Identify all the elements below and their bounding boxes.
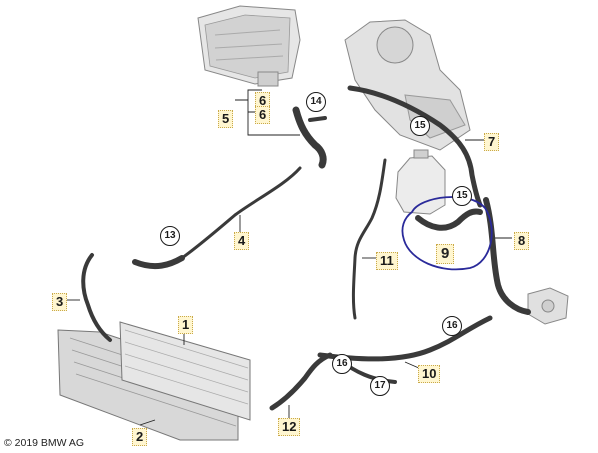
part-label-8: 8 [514, 232, 530, 250]
callout-14: 14 [306, 92, 326, 112]
part-label-10: 10 [418, 365, 441, 383]
callout-17: 17 [370, 376, 390, 396]
part-label-5: 5 [218, 110, 234, 128]
callout-13: 13 [160, 226, 180, 246]
part-label-3: 3 [52, 293, 68, 311]
callout-16b: 16 [332, 354, 352, 374]
electric-pump [527, 287, 569, 325]
part-label-6a: 6 [255, 92, 271, 110]
callout-15a: 15 [410, 116, 430, 136]
radiator [57, 321, 251, 441]
part-label-4: 4 [234, 232, 250, 250]
part-label-2: 2 [132, 428, 148, 446]
coolant-module [197, 5, 301, 87]
callout-15b: 15 [452, 186, 472, 206]
part-label-6b: 6 [255, 106, 271, 124]
copyright-notice: © 2019 BMW AG [4, 437, 85, 449]
part-label-11: 11 [376, 252, 398, 270]
engine-unit [344, 19, 471, 151]
part-label-7: 7 [484, 133, 500, 151]
part-label-12: 12 [278, 418, 301, 436]
part-label-1: 1 [178, 316, 194, 334]
part-label-9: 9 [436, 244, 455, 264]
callout-16a: 16 [442, 316, 462, 336]
hose-lines [81, 85, 531, 411]
